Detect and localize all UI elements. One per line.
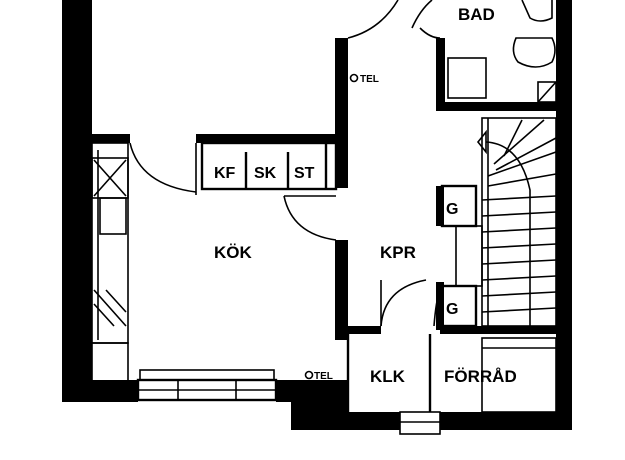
bath-left-wall: [436, 38, 445, 110]
room-label-bad: BAD: [458, 5, 495, 24]
right-exterior-wall-outer: [556, 80, 572, 110]
left-exterior-wall: [62, 0, 92, 400]
kitchen-sink: [99, 197, 127, 235]
bottom-wall-storage-left: [345, 412, 400, 430]
stair-left-wall-bottom: [436, 282, 444, 330]
bath-shaft: [537, 81, 557, 103]
klk-top-wall: [345, 326, 381, 334]
fixture-label-g-lower: G: [446, 301, 458, 318]
bottom-step-wall: [291, 400, 348, 430]
bath-shaft-diag: [537, 81, 557, 103]
window-sill: [139, 369, 275, 381]
kitchen-corridor-wall-top: [335, 38, 348, 188]
storage-door-arc: [433, 289, 441, 327]
fixture-label-g-upper: G: [446, 201, 458, 218]
counter-hatch-3: [93, 303, 115, 327]
left-exterior-wall-bottom: [62, 380, 138, 402]
cabinet-label-sk: SK: [254, 165, 277, 182]
tel-label-upper: TEL: [360, 74, 379, 85]
storage-top-wall: [470, 326, 556, 334]
kitchen-top-wall-right: [196, 134, 348, 143]
tel-symbol-lower: [304, 370, 314, 380]
klk-door-arc: [380, 279, 427, 327]
cabinet-label-st: ST: [294, 165, 315, 182]
bath-door-arc: [411, 0, 433, 29]
right-exterior-wall: [556, 0, 572, 430]
room-label-forrad: FÖRRÅD: [444, 367, 517, 386]
storage-shelf: [481, 337, 557, 413]
room-label-klk: KLK: [370, 367, 406, 386]
cabinet-label-kf: KF: [214, 165, 236, 182]
toilet: [512, 37, 556, 68]
cabinet-block: [200, 141, 338, 191]
counter-hatch-2: [105, 289, 127, 313]
staircase: [481, 117, 557, 327]
kitchen-top-wall-left: [92, 134, 130, 143]
bottom-wall-storage-right: [440, 412, 570, 430]
stair-treads: [481, 119, 557, 313]
room-label-kok: KÖK: [214, 243, 253, 262]
kitchen-door-arc: [129, 142, 197, 193]
g-column: [455, 225, 483, 287]
stair-path: [485, 141, 531, 326]
bath-door-line: [419, 27, 441, 39]
stair-left-wall-top: [436, 186, 444, 226]
upper-door-arc: [347, 0, 399, 39]
stove-x2: [93, 159, 127, 197]
sink: [521, 0, 553, 22]
room-label-kpr: KPR: [380, 243, 416, 262]
tel-symbol-upper: [349, 73, 359, 83]
bath-bottom-wall: [436, 102, 556, 111]
bottom-wall-kitchen: [276, 380, 348, 402]
corridor-door-arc: [283, 195, 337, 241]
kitchen-corridor-wall-bottom: [335, 240, 348, 340]
tel-label-lower: TEL: [314, 371, 333, 382]
fridge: [91, 342, 129, 382]
counter-hatch-1: [93, 289, 127, 327]
bottom-vent: [399, 411, 441, 435]
bath-tub: [447, 57, 487, 99]
